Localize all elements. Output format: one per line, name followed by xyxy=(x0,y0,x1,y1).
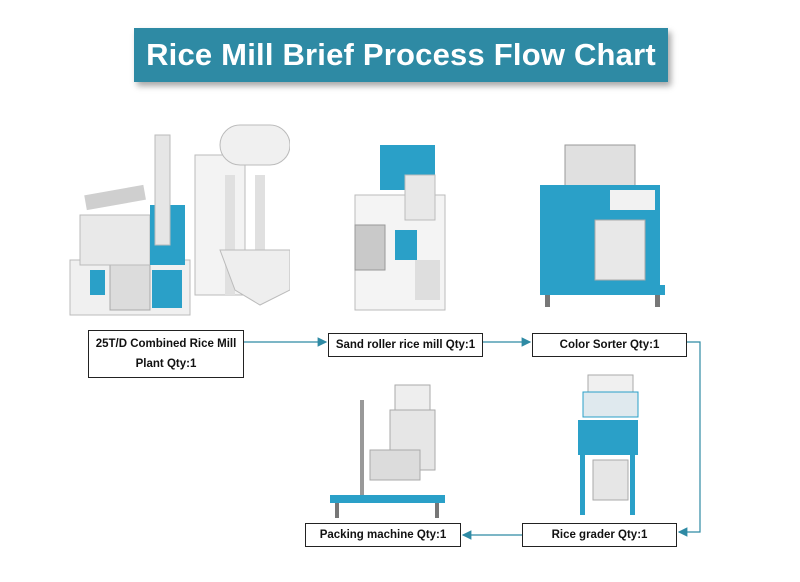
arrow-step3-to-step4 xyxy=(677,341,701,537)
step-sand-roller-label: Sand roller rice mill Qty:1 xyxy=(328,333,483,357)
step-color-sorter-label: Color Sorter Qty:1 xyxy=(532,333,687,357)
packing-machine-image xyxy=(330,380,450,520)
step-packing-machine-label: Packing machine Qty:1 xyxy=(305,523,461,547)
sand-roller-mill-image xyxy=(345,140,455,315)
combined-rice-mill-image xyxy=(60,120,290,320)
rice-grader-image xyxy=(568,370,648,520)
step-combined-rice-mill-label: 25T/D Combined Rice Mill Plant Qty:1 xyxy=(88,330,244,378)
chart-title-banner: Rice Mill Brief Process Flow Chart xyxy=(134,28,668,82)
chart-title: Rice Mill Brief Process Flow Chart xyxy=(146,37,656,72)
step-rice-grader-label: Rice grader Qty:1 xyxy=(522,523,677,547)
color-sorter-image xyxy=(535,140,675,310)
